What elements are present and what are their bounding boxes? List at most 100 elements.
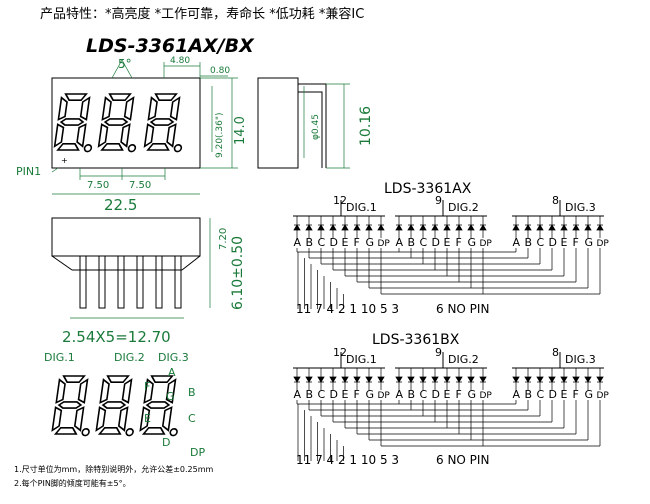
segment-a — [62, 375, 86, 383]
segment-label-e: E — [561, 236, 568, 249]
dim-10-16: 10.16 — [358, 106, 374, 146]
segment-label-e: E — [342, 236, 349, 249]
led-diode-icon — [467, 376, 475, 383]
led-diode-icon — [377, 376, 385, 383]
led-diode-icon — [512, 224, 520, 231]
dim-9-20: 9.20(.36") — [215, 112, 225, 158]
led-diode-icon — [572, 224, 580, 231]
segment-label-e: E — [342, 388, 349, 401]
bottom-body-chamfer-left — [51, 255, 73, 271]
segment-a — [106, 375, 130, 383]
front-digit-2 — [97, 93, 137, 153]
schematic-ax-title: LDS-3361AX — [384, 181, 472, 197]
dig-pin-number-3: 8 — [552, 194, 559, 207]
led-diode-icon — [536, 376, 544, 383]
bottom-body-chamfer-right — [181, 255, 201, 271]
seg-label-b: B — [188, 386, 196, 399]
segment-c — [161, 406, 173, 432]
segment-label-g: G — [585, 388, 594, 401]
bottom-pin-5 — [155, 255, 163, 309]
dig-pin-number-1: 12 — [333, 194, 347, 207]
segment-b — [121, 378, 133, 404]
led-diode-icon — [329, 376, 337, 383]
segment-label-e: E — [444, 236, 451, 249]
led-diode-icon — [443, 224, 451, 231]
segment-dp — [169, 427, 178, 437]
pin1-label: PIN1 — [16, 165, 41, 178]
bottom-pin-6 — [174, 255, 182, 309]
seg-label-c: C — [188, 412, 196, 425]
dim-pitch: 2.54X5=12.70 — [62, 328, 171, 346]
segment-b — [77, 378, 89, 404]
led-diode-icon — [479, 224, 487, 231]
segment-c — [76, 123, 87, 148]
display-body-outline — [51, 77, 201, 169]
schematic-bx-title: LDS-3361BX — [372, 332, 460, 348]
segment-label-d: D — [549, 236, 557, 249]
led-diode-icon — [341, 224, 349, 231]
segment-label-dp: DP — [597, 391, 610, 401]
dim-4-80: 4.80 — [170, 56, 190, 66]
seg-label-f: F — [144, 380, 150, 393]
legend-dig1: DIG.1 — [44, 351, 75, 364]
segment-c — [73, 406, 85, 432]
segment-label-a: A — [396, 236, 404, 249]
segment-f — [101, 96, 112, 121]
segment-label-c: C — [537, 236, 545, 249]
bottom-body — [51, 217, 201, 257]
led-diode-icon — [305, 376, 313, 383]
led-diode-icon — [419, 376, 427, 383]
segment-label-a: A — [513, 236, 521, 249]
segment-label-d: D — [330, 388, 338, 401]
schematic-ax-nopin: 6 NO PIN — [436, 302, 489, 316]
segment-label-dp: DP — [480, 239, 493, 249]
segment-label-c: C — [537, 388, 545, 401]
segment-label-a: A — [294, 236, 302, 249]
led-diode-icon — [524, 224, 532, 231]
segment-dp — [81, 427, 90, 437]
segment-b — [165, 378, 177, 404]
dim-14-0: 14.0 — [233, 116, 248, 145]
segment-f — [99, 378, 110, 404]
led-diode-icon — [431, 224, 439, 231]
legend-dig2: DIG.2 — [114, 351, 145, 364]
bottom-pins — [51, 255, 201, 309]
led-diode-icon — [353, 224, 361, 231]
segment-label-dp: DP — [378, 239, 391, 249]
segment-label-g: G — [366, 388, 375, 401]
segment-label-g: G — [585, 236, 594, 249]
dig-pin-number-1: 12 — [333, 346, 347, 359]
led-diode-icon — [512, 376, 520, 383]
led-diode-icon — [467, 224, 475, 231]
led-diode-icon — [353, 376, 361, 383]
led-diode-icon — [560, 224, 568, 231]
segment-g — [149, 118, 175, 126]
segment-d — [146, 143, 170, 151]
seg-label-d: D — [162, 436, 170, 449]
segment-label-g: G — [468, 236, 477, 249]
segment-label-d: D — [549, 388, 557, 401]
segment-d — [53, 427, 78, 435]
led-diode-icon — [329, 224, 337, 231]
segment-label-dp: DP — [480, 391, 493, 401]
segment-label-b: B — [525, 236, 533, 249]
dig-pin-number-2: 9 — [435, 346, 442, 359]
led-diode-icon — [584, 224, 592, 231]
led-diode-icon — [455, 376, 463, 383]
segment-label-b: B — [306, 236, 314, 249]
segment-g — [145, 401, 171, 409]
segment-b — [123, 96, 135, 121]
led-diode-icon — [365, 376, 373, 383]
segment-a — [64, 93, 88, 101]
bottom-pin-1 — [79, 255, 87, 309]
segment-g — [57, 401, 83, 409]
side-body — [257, 77, 299, 169]
dig-label-2: DIG.2 — [448, 353, 479, 366]
led-diode-icon — [548, 376, 556, 383]
dim-7-50-a: 7.50 — [87, 180, 109, 191]
led-diode-icon — [455, 224, 463, 231]
features-text: 产品特性：*高亮度 *工作可靠，寿命长 *低功耗 *兼容IC — [40, 6, 364, 22]
led-diode-icon — [293, 376, 301, 383]
